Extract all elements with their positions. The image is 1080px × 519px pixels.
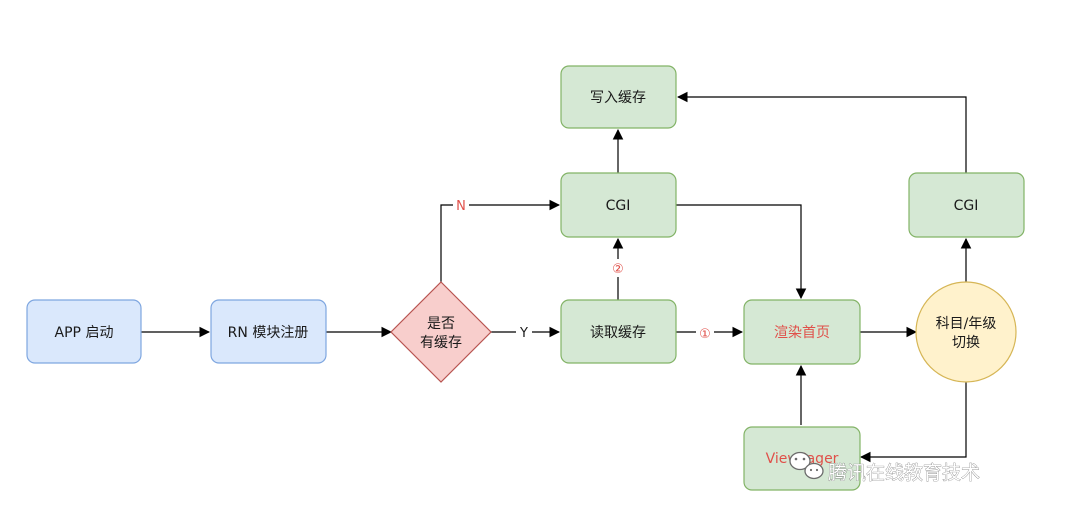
watermark-text: 腾讯在线教育技术 bbox=[828, 462, 980, 484]
edge-label-step-one: ① bbox=[699, 327, 711, 342]
watermark: 腾讯在线教育技术 bbox=[789, 451, 980, 484]
node-write-cache-label: 写入缓存 bbox=[590, 90, 646, 106]
node-app-start-label: APP 启动 bbox=[55, 325, 114, 341]
edge-cgi-to-write-cache bbox=[676, 91, 967, 173]
node-cgi-top-label: CGI bbox=[606, 198, 631, 214]
node-app-start: APP 启动 bbox=[26, 299, 142, 364]
node-has-cache-decision: 是否 有缓存 bbox=[390, 281, 492, 383]
node-has-cache-label-2: 有缓存 bbox=[420, 335, 462, 351]
edge-label-step-two: ② bbox=[612, 262, 624, 277]
node-switch-label-2: 切换 bbox=[952, 334, 980, 351]
edge-cgi-to-render bbox=[676, 204, 807, 300]
node-read-cache: 读取缓存 bbox=[560, 299, 677, 364]
node-cgi-top: CGI bbox=[560, 172, 677, 238]
wechat-icon bbox=[789, 451, 824, 480]
node-cgi-right: CGI bbox=[908, 172, 1025, 238]
node-write-cache: 写入缓存 bbox=[560, 65, 677, 129]
node-rn-register-label: RN 模块注册 bbox=[228, 325, 309, 341]
node-render-home: 渲染首页 bbox=[743, 299, 861, 365]
node-subject-grade-switch: 科目/年级 切换 bbox=[915, 281, 1017, 383]
node-switch-label-1: 科目/年级 bbox=[936, 316, 997, 332]
edge-decision-no bbox=[440, 199, 561, 282]
node-read-cache-label: 读取缓存 bbox=[590, 324, 646, 341]
edge-label-no: N bbox=[456, 199, 466, 214]
edge-label-yes: Y bbox=[519, 326, 528, 341]
node-rn-register: RN 模块注册 bbox=[210, 299, 327, 364]
node-render-home-label: 渲染首页 bbox=[774, 325, 830, 341]
node-has-cache-label-1: 是否 bbox=[427, 316, 455, 332]
node-cgi-right-label: CGI bbox=[954, 198, 979, 214]
edge-switch-to-viewpager bbox=[859, 382, 967, 463]
